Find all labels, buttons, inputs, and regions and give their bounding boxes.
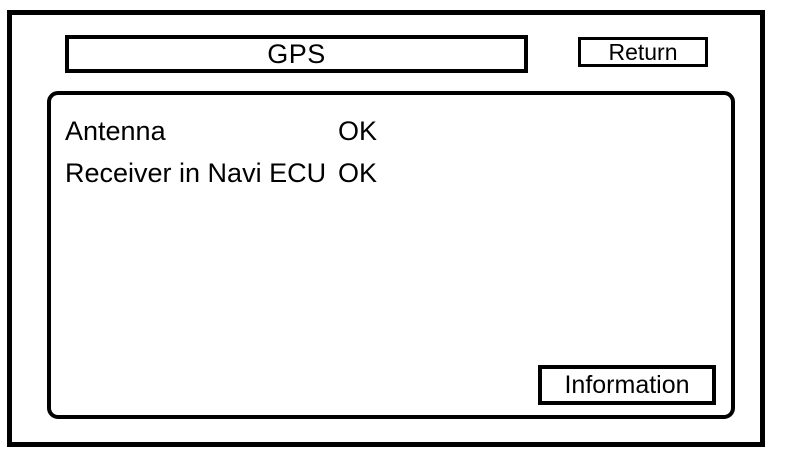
page-title: GPS	[267, 38, 326, 69]
status-row-antenna: Antenna OK	[65, 114, 705, 156]
status-label: Antenna	[65, 116, 166, 146]
header-bar: GPS Return	[12, 15, 770, 85]
diagnostics-panel: Antenna OK Receiver in Navi ECU OK Infor…	[47, 91, 735, 419]
return-button[interactable]: Return	[578, 37, 708, 67]
screen-title-box: GPS	[65, 35, 528, 73]
status-value: OK	[338, 158, 378, 188]
status-row-receiver-in-navi-ecu: Receiver in Navi ECU OK	[65, 156, 705, 198]
return-button-label: Return	[608, 38, 678, 65]
status-value: OK	[338, 116, 378, 146]
status-label: Receiver in Navi ECU	[65, 158, 327, 188]
information-button[interactable]: Information	[538, 365, 716, 405]
status-list: Antenna OK Receiver in Navi ECU OK	[65, 114, 705, 198]
information-button-label: Information	[564, 370, 690, 399]
device-screen-frame: GPS Return Antenna OK Receiver in Navi E…	[7, 10, 765, 447]
